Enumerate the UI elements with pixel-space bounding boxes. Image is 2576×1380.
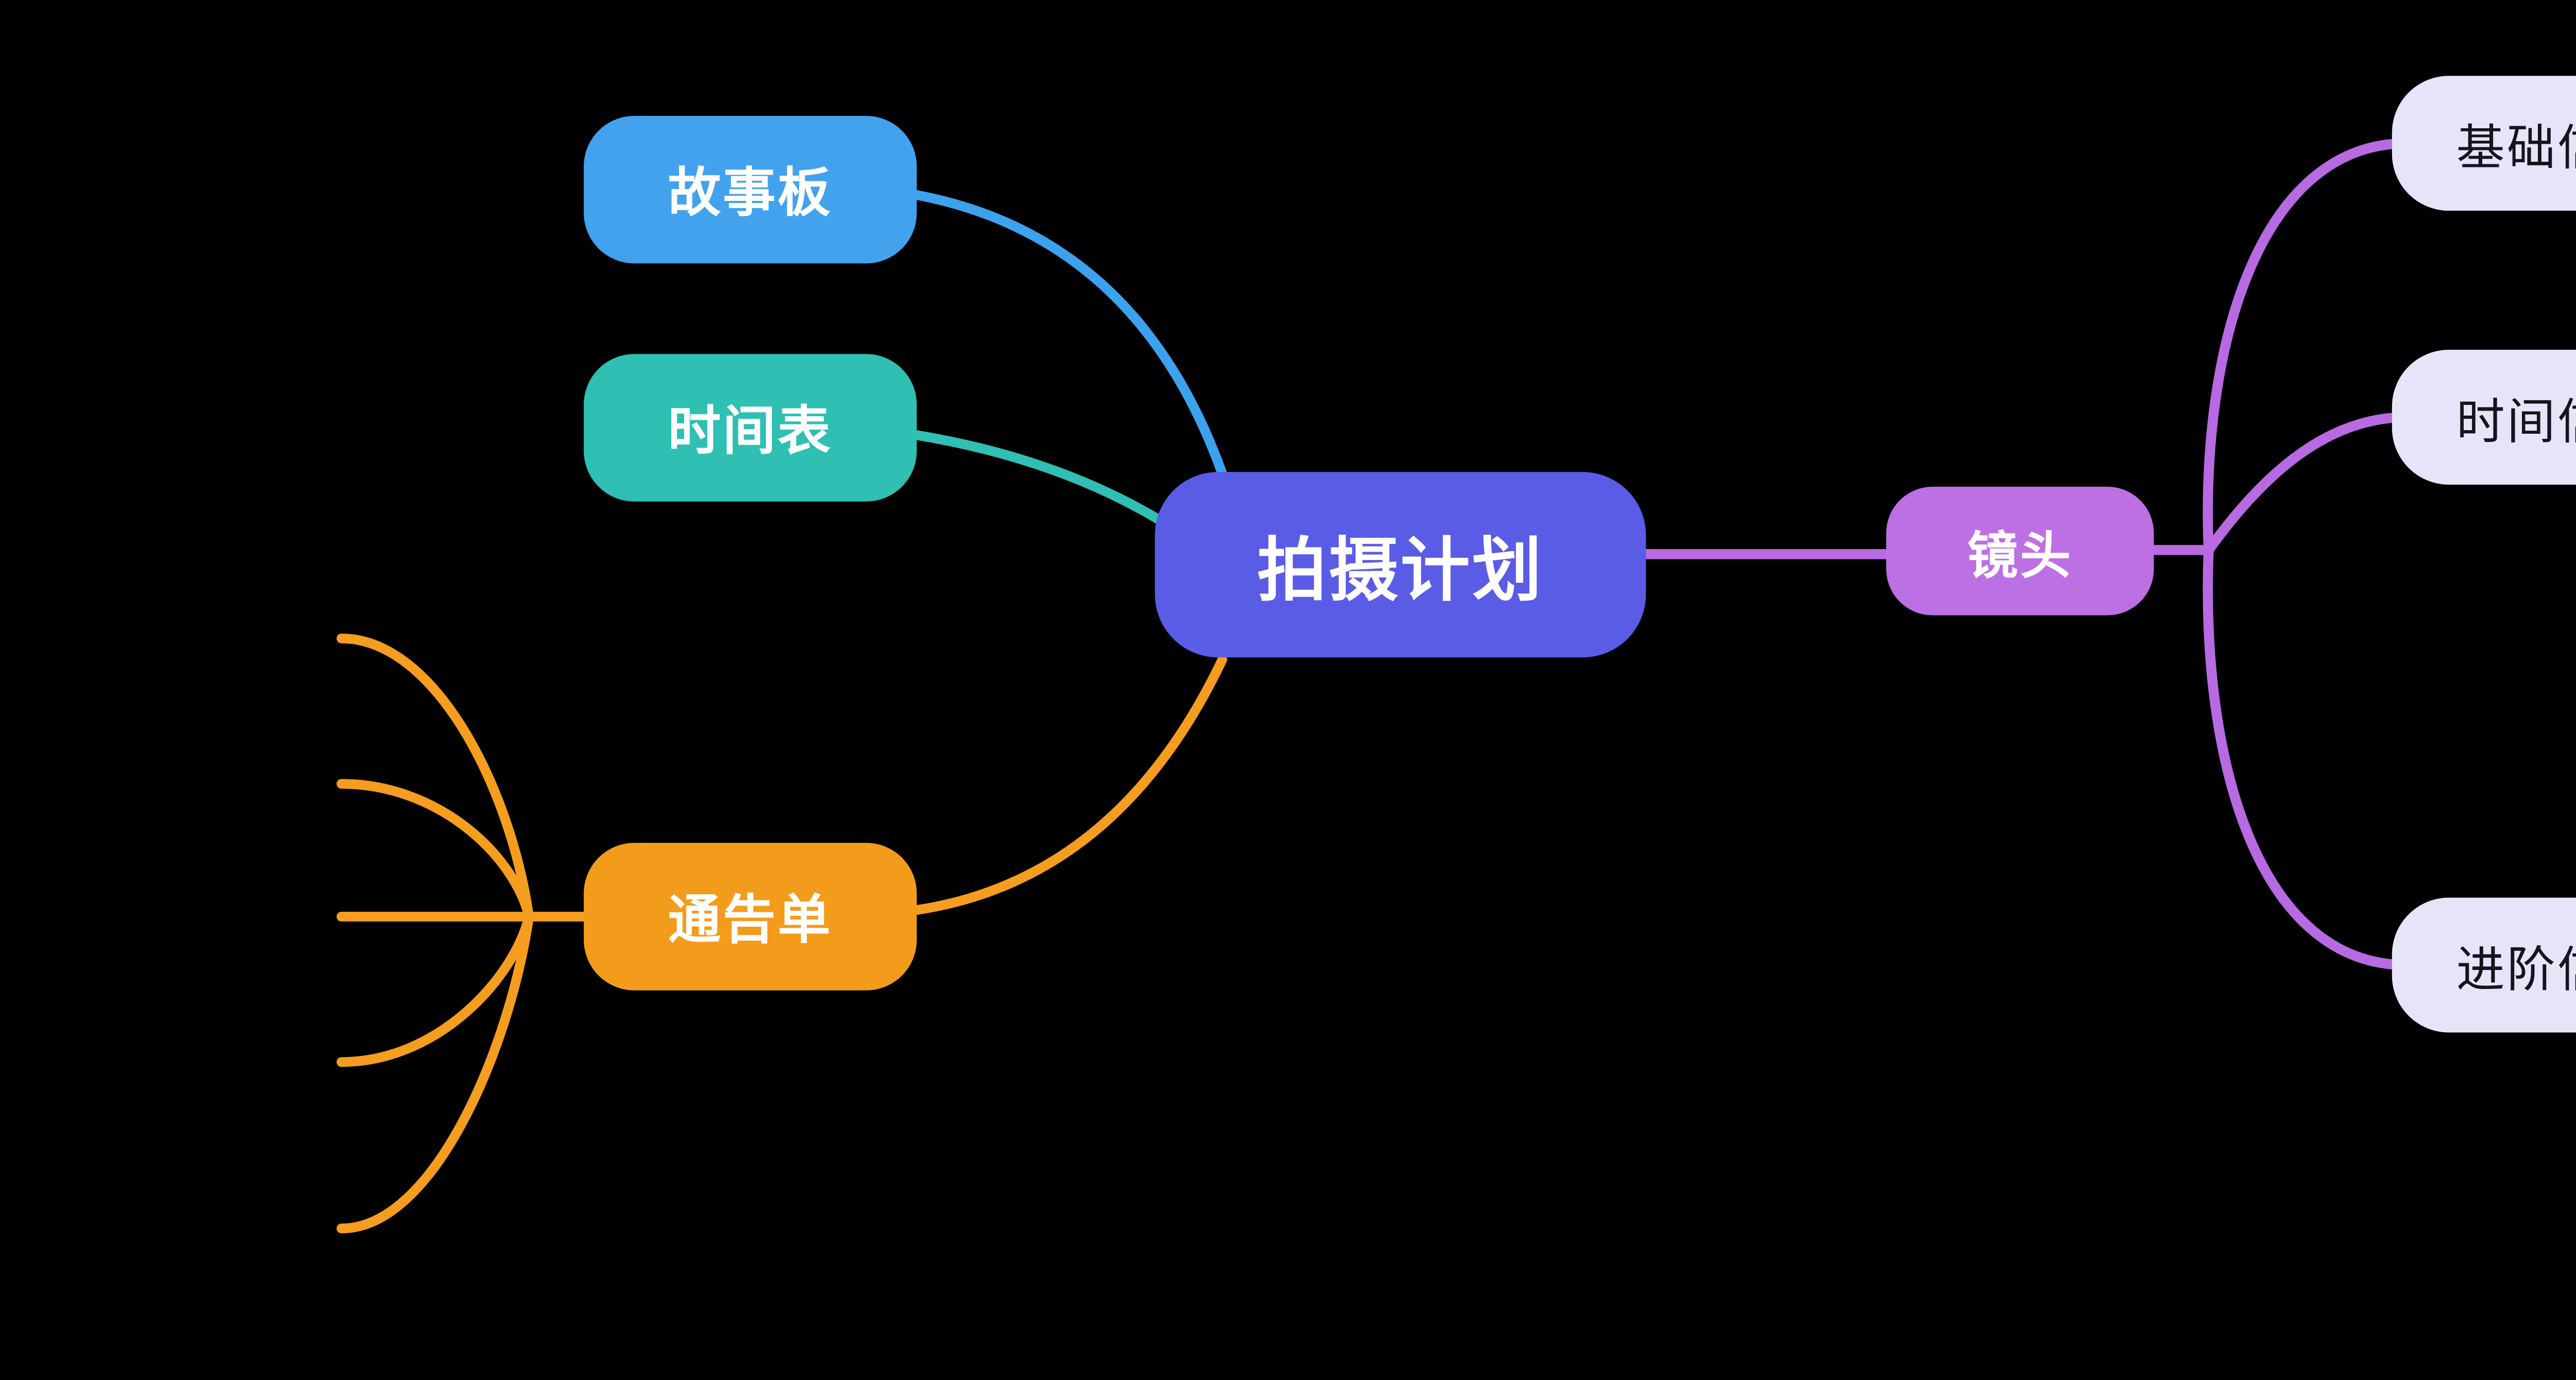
edge-callsheet-child-1 [336, 634, 534, 922]
edge-callsheet-child-5 [336, 912, 534, 1234]
node-label: 镜头 [1967, 529, 2073, 586]
edge-callsheet-child-4 [336, 912, 534, 1067]
node-label: 拍摄计划 [1257, 531, 1544, 609]
edge-lens-timeinfo [2204, 412, 2412, 555]
node-callsheet[interactable]: 通告单 [584, 843, 917, 991]
edge-lens-advanced [2202, 544, 2412, 970]
edge-callsheet-child-2 [336, 779, 534, 922]
node-storyboard[interactable]: 故事板 [584, 115, 917, 264]
edge-group-lens-children [2144, 138, 2412, 970]
node-time-info[interactable]: 时间信息 [2392, 350, 2576, 485]
node-schedule[interactable]: 时间表 [584, 354, 917, 502]
edge-root-storyboard [905, 189, 1238, 511]
node-label: 故事板 [668, 164, 833, 224]
edge-root-callsheet [909, 654, 1227, 915]
node-label: 通告单 [668, 891, 833, 950]
node-advanced-info[interactable]: 进阶信息 [2392, 897, 2576, 1033]
edge-fan-callsheet-children [336, 634, 595, 1234]
edge-lens-basic [2202, 138, 2412, 555]
node-label: 时间信息 [2456, 394, 2576, 449]
node-lens[interactable]: 镜头 [1886, 486, 2154, 616]
node-label: 进阶信息 [2456, 942, 2576, 997]
node-basic-info[interactable]: 基础信息 [2392, 76, 2576, 211]
node-label: 基础信息 [2456, 120, 2576, 175]
node-label: 时间表 [668, 402, 833, 462]
node-root-shooting-plan[interactable]: 拍摄计划 [1155, 472, 1646, 658]
